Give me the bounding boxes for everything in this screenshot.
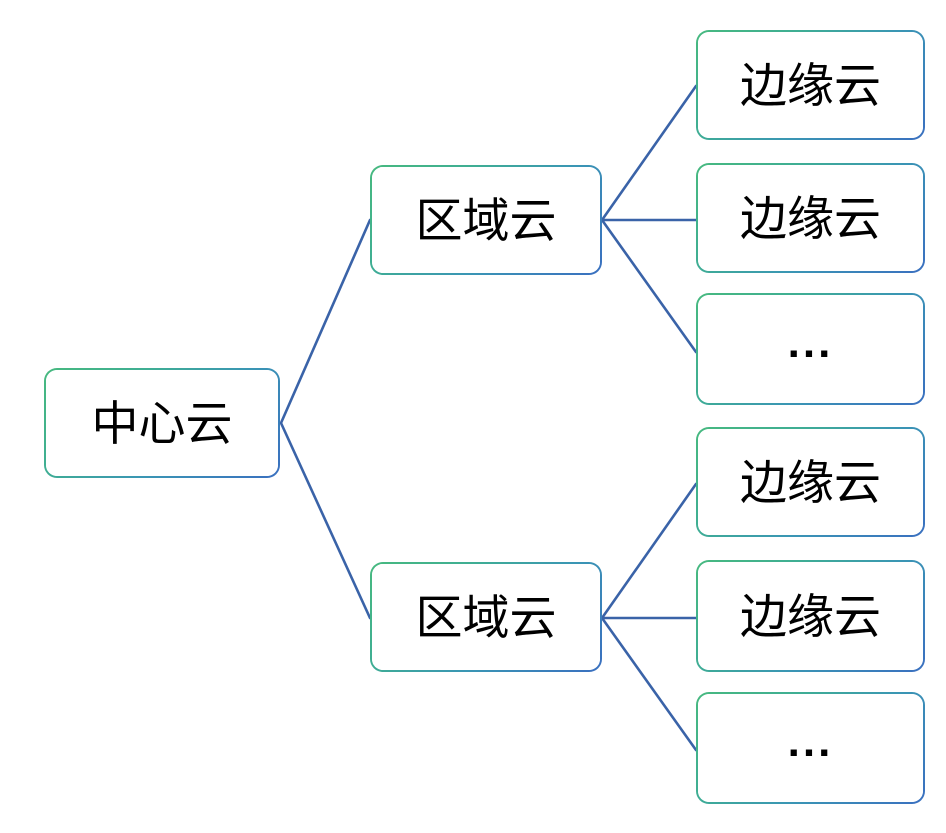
node-body: ... bbox=[698, 295, 923, 403]
edge-regional-2-to-edge-3 bbox=[600, 482, 698, 620]
node-label-edge-cloud-2: 边缘云 bbox=[740, 191, 881, 245]
node-regional-cloud-1[interactable]: 区域云 bbox=[370, 165, 602, 275]
node-edge-cloud-2[interactable]: 边缘云 bbox=[696, 163, 925, 273]
node-body: ... bbox=[698, 694, 923, 802]
edge-center-to-regional-2 bbox=[279, 421, 372, 620]
node-label-regional-cloud-2: 区域云 bbox=[415, 590, 557, 644]
node-label-center-cloud: 中心云 bbox=[91, 396, 233, 450]
node-edge-cloud-3[interactable]: 边缘云 bbox=[696, 427, 925, 537]
node-label-regional-cloud-1: 区域云 bbox=[415, 193, 557, 247]
node-center-cloud[interactable]: 中心云 bbox=[44, 368, 280, 478]
node-edge-cloud-4[interactable]: 边缘云 bbox=[696, 560, 925, 672]
node-edge-cloud-more-1[interactable]: ... bbox=[696, 293, 925, 405]
node-edge-cloud-1[interactable]: 边缘云 bbox=[696, 30, 925, 140]
node-body: 边缘云 bbox=[698, 562, 923, 670]
edge-center-to-regional-1 bbox=[279, 218, 372, 425]
edge-regional-2-to-more-2 bbox=[600, 616, 698, 752]
node-body: 边缘云 bbox=[698, 32, 923, 138]
node-label-edge-cloud-1: 边缘云 bbox=[740, 58, 881, 112]
node-body: 中心云 bbox=[46, 370, 278, 476]
node-edge-cloud-more-2[interactable]: ... bbox=[696, 692, 925, 804]
edge-regional-1-to-more-1 bbox=[600, 218, 698, 354]
node-label-edge-cloud-more-2: ... bbox=[787, 717, 834, 766]
node-label-edge-cloud-more-1: ... bbox=[787, 318, 834, 367]
node-body: 边缘云 bbox=[698, 165, 923, 271]
edge-regional-1-to-edge-1 bbox=[600, 84, 698, 222]
node-body: 区域云 bbox=[372, 167, 600, 273]
node-label-edge-cloud-4: 边缘云 bbox=[740, 589, 881, 643]
node-body: 区域云 bbox=[372, 564, 600, 670]
node-regional-cloud-2[interactable]: 区域云 bbox=[370, 562, 602, 672]
node-body: 边缘云 bbox=[698, 429, 923, 535]
node-label-edge-cloud-3: 边缘云 bbox=[740, 455, 881, 509]
